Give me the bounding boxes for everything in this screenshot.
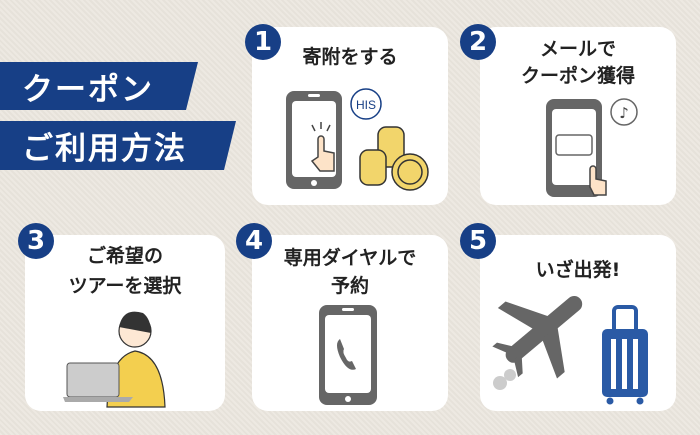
woman-laptop-illustration [63,311,166,408]
title-banner-usage: ご利用方法 [0,121,236,170]
phone-call-icon [319,305,377,405]
step-card-3: ご希望の ツアーを選択 [25,235,225,411]
step-title: いざ出発! [535,259,621,281]
step-title-line1: ご希望の [86,245,163,267]
step-number-badge: 2 [460,24,496,60]
step-title-line1: メールで [539,38,616,60]
airplane-suitcase-icon [492,296,648,405]
step-title: 寄附をする [302,46,398,68]
phone-coupon-icon: ♪ [546,98,638,197]
step-title-line2: 予約 [330,275,369,297]
step-card-1: 寄附をする HIS [252,27,448,205]
step-number-badge: 5 [460,223,496,259]
step-card-4: 専用ダイヤルで 予約 [252,235,448,411]
step-number-badge: 4 [236,223,272,259]
step-title-line2: クーポン獲得 [520,65,635,87]
step-card-2: メールで クーポン獲得 ♪ [480,27,676,205]
title-line-2: ご利用方法 [22,131,187,167]
step-title-line1: 専用ダイヤルで [283,247,417,269]
title-banner-coupon: クーポン [0,62,198,110]
svg-text:♪: ♪ [619,104,629,122]
step-title-line2: ツアーを選択 [68,275,182,297]
his-bubble-text: HIS [356,98,376,112]
phone-tap-coins-icon: HIS [286,88,429,191]
step-card-5: いざ出発! [480,235,676,411]
title-line-1: クーポン [22,71,154,108]
step-number-badge: 3 [18,223,54,259]
step-number-badge: 1 [245,24,281,60]
